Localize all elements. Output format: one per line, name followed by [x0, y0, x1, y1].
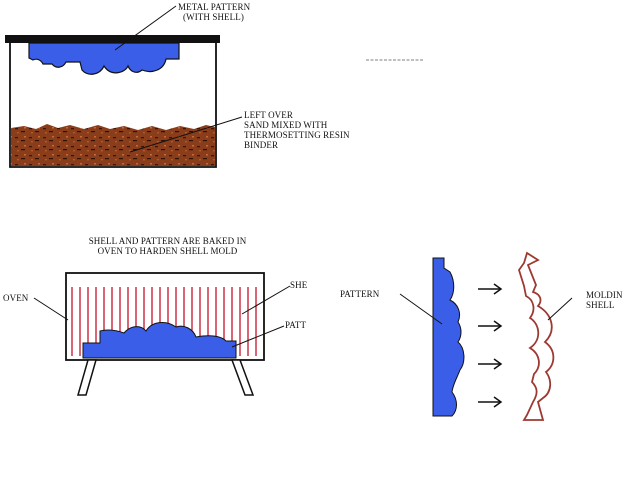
arrow-1	[478, 283, 503, 295]
sand-box-panel	[5, 5, 424, 168]
sand-box-walls	[9, 43, 217, 168]
molding-shell-leader	[547, 297, 573, 321]
box-lid-plate	[5, 35, 220, 43]
oven-leg-left	[77, 359, 97, 396]
arrow-3	[478, 358, 503, 370]
arrow-4	[478, 396, 503, 408]
shell-label: SHE	[290, 280, 308, 290]
oven-caption: SHELL AND PATTERN ARE BAKED IN OVEN TO H…	[88, 236, 247, 256]
right-pattern-leader	[399, 293, 443, 325]
shell-leader-line	[241, 285, 291, 315]
shell-formation-panel	[399, 251, 573, 421]
arrow-2	[478, 320, 503, 332]
leftover-sand-label: LEFT OVER SAND MIXED WITH THERMOSETTING …	[244, 110, 350, 150]
oven-pattern-label: PATT	[285, 320, 307, 330]
oven-pattern	[82, 322, 237, 359]
oven-leg-right	[230, 359, 255, 396]
molding-shell-label: MOLDIN SHELL	[586, 290, 623, 310]
metal-pattern-top	[28, 42, 180, 75]
heater-elements	[71, 287, 257, 356]
sand-leader-line	[129, 116, 243, 153]
pattern-leader-line	[114, 5, 177, 51]
oven-panel	[33, 272, 291, 396]
transfer-arrows	[478, 283, 503, 408]
oven-label: OVEN	[3, 293, 29, 303]
right-pattern-label: PATTERN	[340, 289, 380, 299]
leftover-sand	[11, 124, 215, 166]
flat-pattern	[432, 257, 465, 417]
molding-shell-outline	[518, 251, 555, 421]
metal-pattern-label: METAL PATTERN (WITH SHELL)	[178, 2, 251, 22]
oven-leader-line	[33, 297, 69, 321]
pattern-leader-line-oven	[231, 325, 285, 348]
